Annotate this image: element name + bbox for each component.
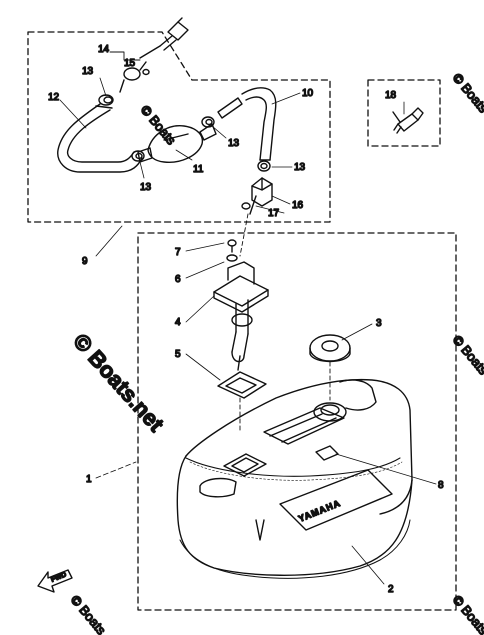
callout-12: 12: [48, 92, 60, 103]
fwd-label: FWD: [50, 571, 67, 583]
callout-13-right: 13: [228, 138, 240, 149]
callout-13-hose-end: 13: [294, 162, 306, 173]
callout-11: 11: [193, 164, 204, 175]
lead-line-joint-to-gauge: [239, 213, 249, 257]
fuel-hose-part-12: [57, 103, 143, 173]
callout-13-upper-left: 13: [82, 66, 94, 77]
callout-1: 1: [86, 474, 92, 485]
clamp-part-13-upper: [98, 94, 114, 106]
clamp-part-13-lower: [131, 150, 145, 162]
fuel-hose-kit-box: [27, 31, 331, 223]
corner-watermark-top-mid: © Boats: [138, 102, 180, 148]
fuel-tank-box: [137, 232, 457, 611]
primer-bulb-part-11: [137, 123, 217, 163]
callout-14: 14: [98, 44, 110, 55]
corner-watermark-bottom-left: © Boats: [68, 592, 110, 635]
callout-17: 17: [268, 208, 280, 219]
callout-3: 3: [376, 318, 382, 329]
callout-18: 18: [385, 90, 397, 101]
fuel-cap-part-3: [309, 334, 351, 363]
clip-part-15: [119, 61, 150, 93]
callout-leader-lines: [59, 77, 437, 585]
tank-brand-label: YAMAHA: [297, 498, 342, 524]
fuel-joint-part-4: [213, 261, 269, 371]
vent-screw-part-7: [227, 239, 237, 253]
callout-9: 9: [82, 256, 88, 267]
joint-part-16: [241, 177, 273, 215]
clamp-part-13-hose-end: [257, 160, 271, 172]
callout-10: 10: [302, 88, 314, 99]
corner-watermark-top-right: © Boats: [450, 70, 484, 116]
callout-6: 6: [175, 274, 181, 285]
clamp-part-13-right: [201, 116, 215, 128]
connector-part-14: [139, 17, 189, 59]
hose-segment: [217, 97, 243, 119]
fwd-arrow-icon: [37, 569, 73, 593]
callout-5: 5: [175, 349, 181, 360]
gasket-part-5: [217, 371, 267, 399]
packing-part-6: [226, 254, 238, 262]
fuel-hose-part-10: [241, 87, 277, 161]
adapter-box: [367, 79, 441, 147]
corner-watermark-mid-right: © Boats: [450, 332, 484, 378]
corner-watermark-bottom-right: © Boats: [450, 592, 484, 635]
callout-4: 4: [175, 317, 181, 328]
callout-13-lower: 13: [140, 182, 152, 193]
callout-2: 2: [388, 584, 394, 595]
callout-bracket-14-15: [109, 51, 141, 61]
adapter-part-18: [392, 107, 424, 134]
boats-net-watermark: © Boats.net: [68, 329, 169, 437]
callout-15: 15: [124, 58, 136, 69]
callout-16: 16: [292, 200, 304, 211]
fuel-tank-body-part-2: [176, 378, 413, 579]
callout-8: 8: [438, 480, 444, 491]
callout-7: 7: [175, 247, 181, 258]
